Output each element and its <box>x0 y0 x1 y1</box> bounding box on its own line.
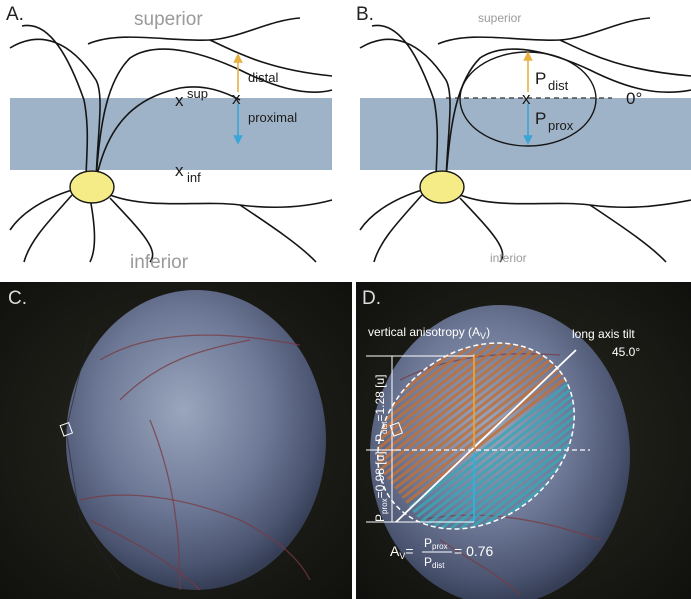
panel-b-p-dist-subscript: dist <box>548 78 569 93</box>
panel-b-band <box>360 98 691 170</box>
panel-c-marker <box>59 422 74 437</box>
panel-c-retina-vessels <box>79 334 311 591</box>
panel-d-tilt-value: 45.0° <box>612 345 640 359</box>
panel-a: A. superior inferior distal proximal x s… <box>6 4 333 273</box>
panel-a-distal-label: distal <box>248 70 278 85</box>
panel-b-inferior-label: inferior <box>490 251 527 265</box>
panel-d-marker <box>389 422 404 437</box>
panel-b-superior-label: superior <box>478 11 521 25</box>
panel-c-fundus <box>66 290 326 590</box>
panel-d-formula-numerator: Pprox <box>424 536 448 551</box>
panel-b-p-dist: P <box>535 69 546 88</box>
panel-b-p-prox-subscript: prox <box>548 118 574 133</box>
panel-d-formula-denominator: Pdist <box>424 555 445 570</box>
panel-b-optic-disc <box>419 170 465 204</box>
panel-a-x-sup-subscript: sup <box>187 86 208 101</box>
panel-a-band <box>10 98 332 170</box>
panel-c: C. <box>0 282 352 599</box>
panel-b-x-mid: x <box>522 89 531 108</box>
panel-c-letter: C. <box>8 288 27 309</box>
panel-b-p-prox: P <box>535 109 546 128</box>
panel-b: B. superior inferior x P dist P prox 0° <box>356 4 691 265</box>
panel-a-optic-disc <box>69 170 115 204</box>
panel-d-title: vertical anisotropy (AV) <box>368 325 490 341</box>
panel-b-vessels <box>359 17 691 263</box>
panel-a-proximal-label: proximal <box>248 110 297 125</box>
panel-a-x-inf-subscript: inf <box>187 170 201 185</box>
panel-a-x-sup: x <box>175 91 184 110</box>
panel-d-formula: AV= Pprox Pdist = 0.76 <box>390 536 494 570</box>
panel-d-long-axis <box>395 349 577 523</box>
panel-d-pprox-label: Pprox=0.98 [u] <box>373 451 389 522</box>
panel-a-vessels <box>9 17 333 263</box>
panel-a-superior-label: superior <box>134 9 203 30</box>
panel-d-formula-result: = 0.76 <box>454 543 494 559</box>
panel-a-x-mid: x <box>232 89 241 108</box>
panel-d: D. vertical anisotropy (AV) long axis ti… <box>356 282 691 599</box>
panel-d-pdist-label: Pdist=1.28 [u] <box>373 374 389 442</box>
svg-text:AV=: AV= <box>390 543 414 561</box>
panel-d-tilt-label: long axis tilt <box>572 327 635 341</box>
panel-a-x-inf: x <box>175 161 184 180</box>
panel-a-letter: A. <box>6 4 24 25</box>
panel-b-angle-label: 0° <box>626 89 642 108</box>
panel-a-inferior-label: inferior <box>130 252 189 273</box>
panel-d-letter: D. <box>362 288 381 309</box>
panel-b-letter: B. <box>356 4 374 25</box>
